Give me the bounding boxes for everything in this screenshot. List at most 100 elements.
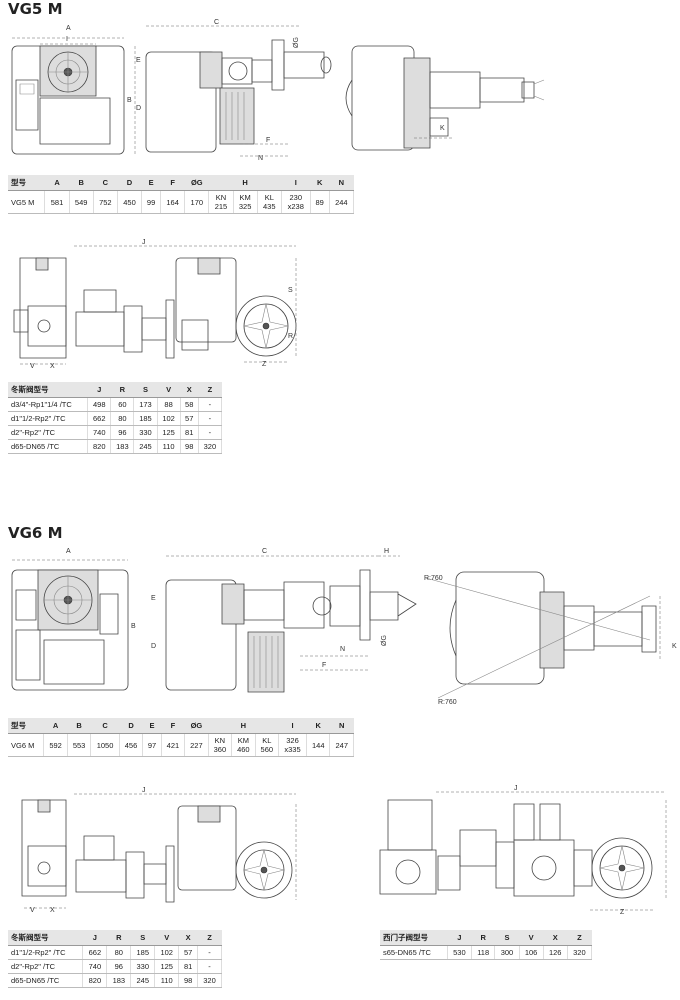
cell: 185 bbox=[130, 945, 156, 960]
cell: d2"-Rp2" /TC bbox=[8, 425, 89, 440]
label: KM bbox=[239, 193, 251, 202]
header-model: 型号 bbox=[8, 175, 45, 191]
section-title-vg5: VG5 M bbox=[8, 0, 63, 18]
vg5-side-view bbox=[146, 26, 331, 156]
cell: 330 bbox=[133, 425, 158, 440]
header-c: C bbox=[90, 718, 120, 734]
value: 560 bbox=[260, 745, 274, 754]
header-h: H bbox=[208, 718, 279, 734]
header-v: V bbox=[157, 382, 181, 398]
cell: - bbox=[198, 425, 223, 440]
cell: 58 bbox=[180, 397, 199, 412]
cell: - bbox=[198, 411, 223, 426]
header-h: H bbox=[208, 175, 282, 191]
cell-b: 549 bbox=[69, 190, 94, 214]
dim-d-vg6: D bbox=[151, 643, 156, 650]
cell: 330 bbox=[130, 959, 156, 974]
value-2: x238 bbox=[287, 202, 304, 211]
header-z: Z bbox=[197, 930, 222, 946]
header-r: R bbox=[110, 382, 134, 398]
cell-f: 421 bbox=[161, 733, 186, 757]
header-v: V bbox=[519, 930, 544, 946]
value: 435 bbox=[263, 202, 276, 211]
label: KN bbox=[215, 193, 227, 202]
dim-a-vg6: A bbox=[66, 548, 71, 555]
cell: d65-DN65 /TC bbox=[8, 973, 84, 988]
header-e: E bbox=[141, 175, 161, 191]
header-d: D bbox=[119, 718, 143, 734]
value: 215 bbox=[214, 202, 228, 211]
vg5-front-view bbox=[12, 38, 135, 154]
dim-r-vg5: R bbox=[288, 333, 293, 340]
cell-model: VG6 M bbox=[8, 733, 45, 757]
cell: 245 bbox=[133, 439, 158, 454]
header-k: K bbox=[310, 175, 330, 191]
cell: 96 bbox=[106, 959, 132, 974]
table-row: d3/4"-Rp1"1/4 /TC 498 60 173 88 58 - bbox=[8, 397, 223, 412]
value-1: 230 bbox=[289, 193, 303, 202]
vg6-spec-table: 型号 A B C D E F ØG H I K N VG6 M 592 553 … bbox=[8, 718, 354, 757]
table-row: d65-DN65 /TC 820 183 245 110 98 320 bbox=[8, 439, 223, 454]
cell: 300 bbox=[494, 945, 520, 960]
cell: 81 bbox=[180, 425, 199, 440]
header-r: R bbox=[471, 930, 495, 946]
dim-d-vg5: D bbox=[136, 105, 141, 112]
label: KM bbox=[237, 736, 249, 745]
cell: 98 bbox=[180, 439, 199, 454]
dim-e-vg5: E bbox=[136, 57, 141, 64]
cell: 173 bbox=[133, 397, 158, 412]
cell-a: 581 bbox=[44, 190, 70, 214]
cell: 530 bbox=[447, 945, 472, 960]
header-k: K bbox=[306, 718, 330, 734]
cell: 245 bbox=[130, 973, 156, 988]
cell: 320 bbox=[567, 945, 593, 960]
cell: 81 bbox=[178, 959, 199, 974]
siemens-valve-table: 西门子阀型号 J R S V X Z s65-DN65 /TC 530 118 … bbox=[380, 930, 593, 960]
valve-table-vg5: 冬斯阀型号 J R S V X Z d3/4"-Rp1"1/4 /TC 498 … bbox=[8, 382, 223, 454]
header-n: N bbox=[329, 175, 354, 191]
cell-k: 89 bbox=[310, 190, 330, 214]
cell: 126 bbox=[543, 945, 568, 960]
header-c: C bbox=[93, 175, 118, 191]
header-siemens-model: 西门子阀型号 bbox=[380, 930, 448, 946]
cell: d1"1/2-Rp2" /TC bbox=[8, 411, 89, 426]
cell: 820 bbox=[82, 973, 108, 988]
cell: 125 bbox=[154, 959, 180, 974]
cell: 102 bbox=[154, 945, 180, 960]
header-g: ØG bbox=[184, 718, 209, 734]
cell: d1"1/2-Rp2" /TC bbox=[8, 945, 84, 960]
header-b: B bbox=[69, 175, 94, 191]
label: KN bbox=[214, 736, 226, 745]
vg6-valve-drawings bbox=[22, 794, 296, 908]
header-i: I bbox=[278, 718, 307, 734]
cell-g: 170 bbox=[184, 190, 210, 214]
header-x: X bbox=[543, 930, 568, 946]
vg6-front-view bbox=[12, 560, 128, 690]
header-s: S bbox=[494, 930, 520, 946]
cell-d: 456 bbox=[119, 733, 144, 757]
dim-j-siemens: J bbox=[514, 785, 518, 792]
header-z: Z bbox=[567, 930, 592, 946]
cell: 320 bbox=[198, 439, 223, 454]
cell: 820 bbox=[87, 439, 112, 454]
header-a: A bbox=[43, 718, 68, 734]
cell-d: 450 bbox=[117, 190, 143, 214]
label: KL bbox=[264, 193, 274, 202]
header-r: R bbox=[106, 930, 131, 946]
cell: 110 bbox=[157, 439, 181, 454]
cell: - bbox=[197, 945, 222, 960]
header-f: F bbox=[160, 175, 185, 191]
dim-n-vg5: N bbox=[258, 155, 263, 162]
dim-g-vg6: ØG bbox=[381, 635, 388, 646]
dim-n-vg6: N bbox=[340, 646, 345, 653]
cell: 80 bbox=[106, 945, 132, 960]
vg6-side-view bbox=[166, 556, 416, 692]
header-x: X bbox=[178, 930, 198, 946]
cell: 57 bbox=[180, 411, 199, 426]
